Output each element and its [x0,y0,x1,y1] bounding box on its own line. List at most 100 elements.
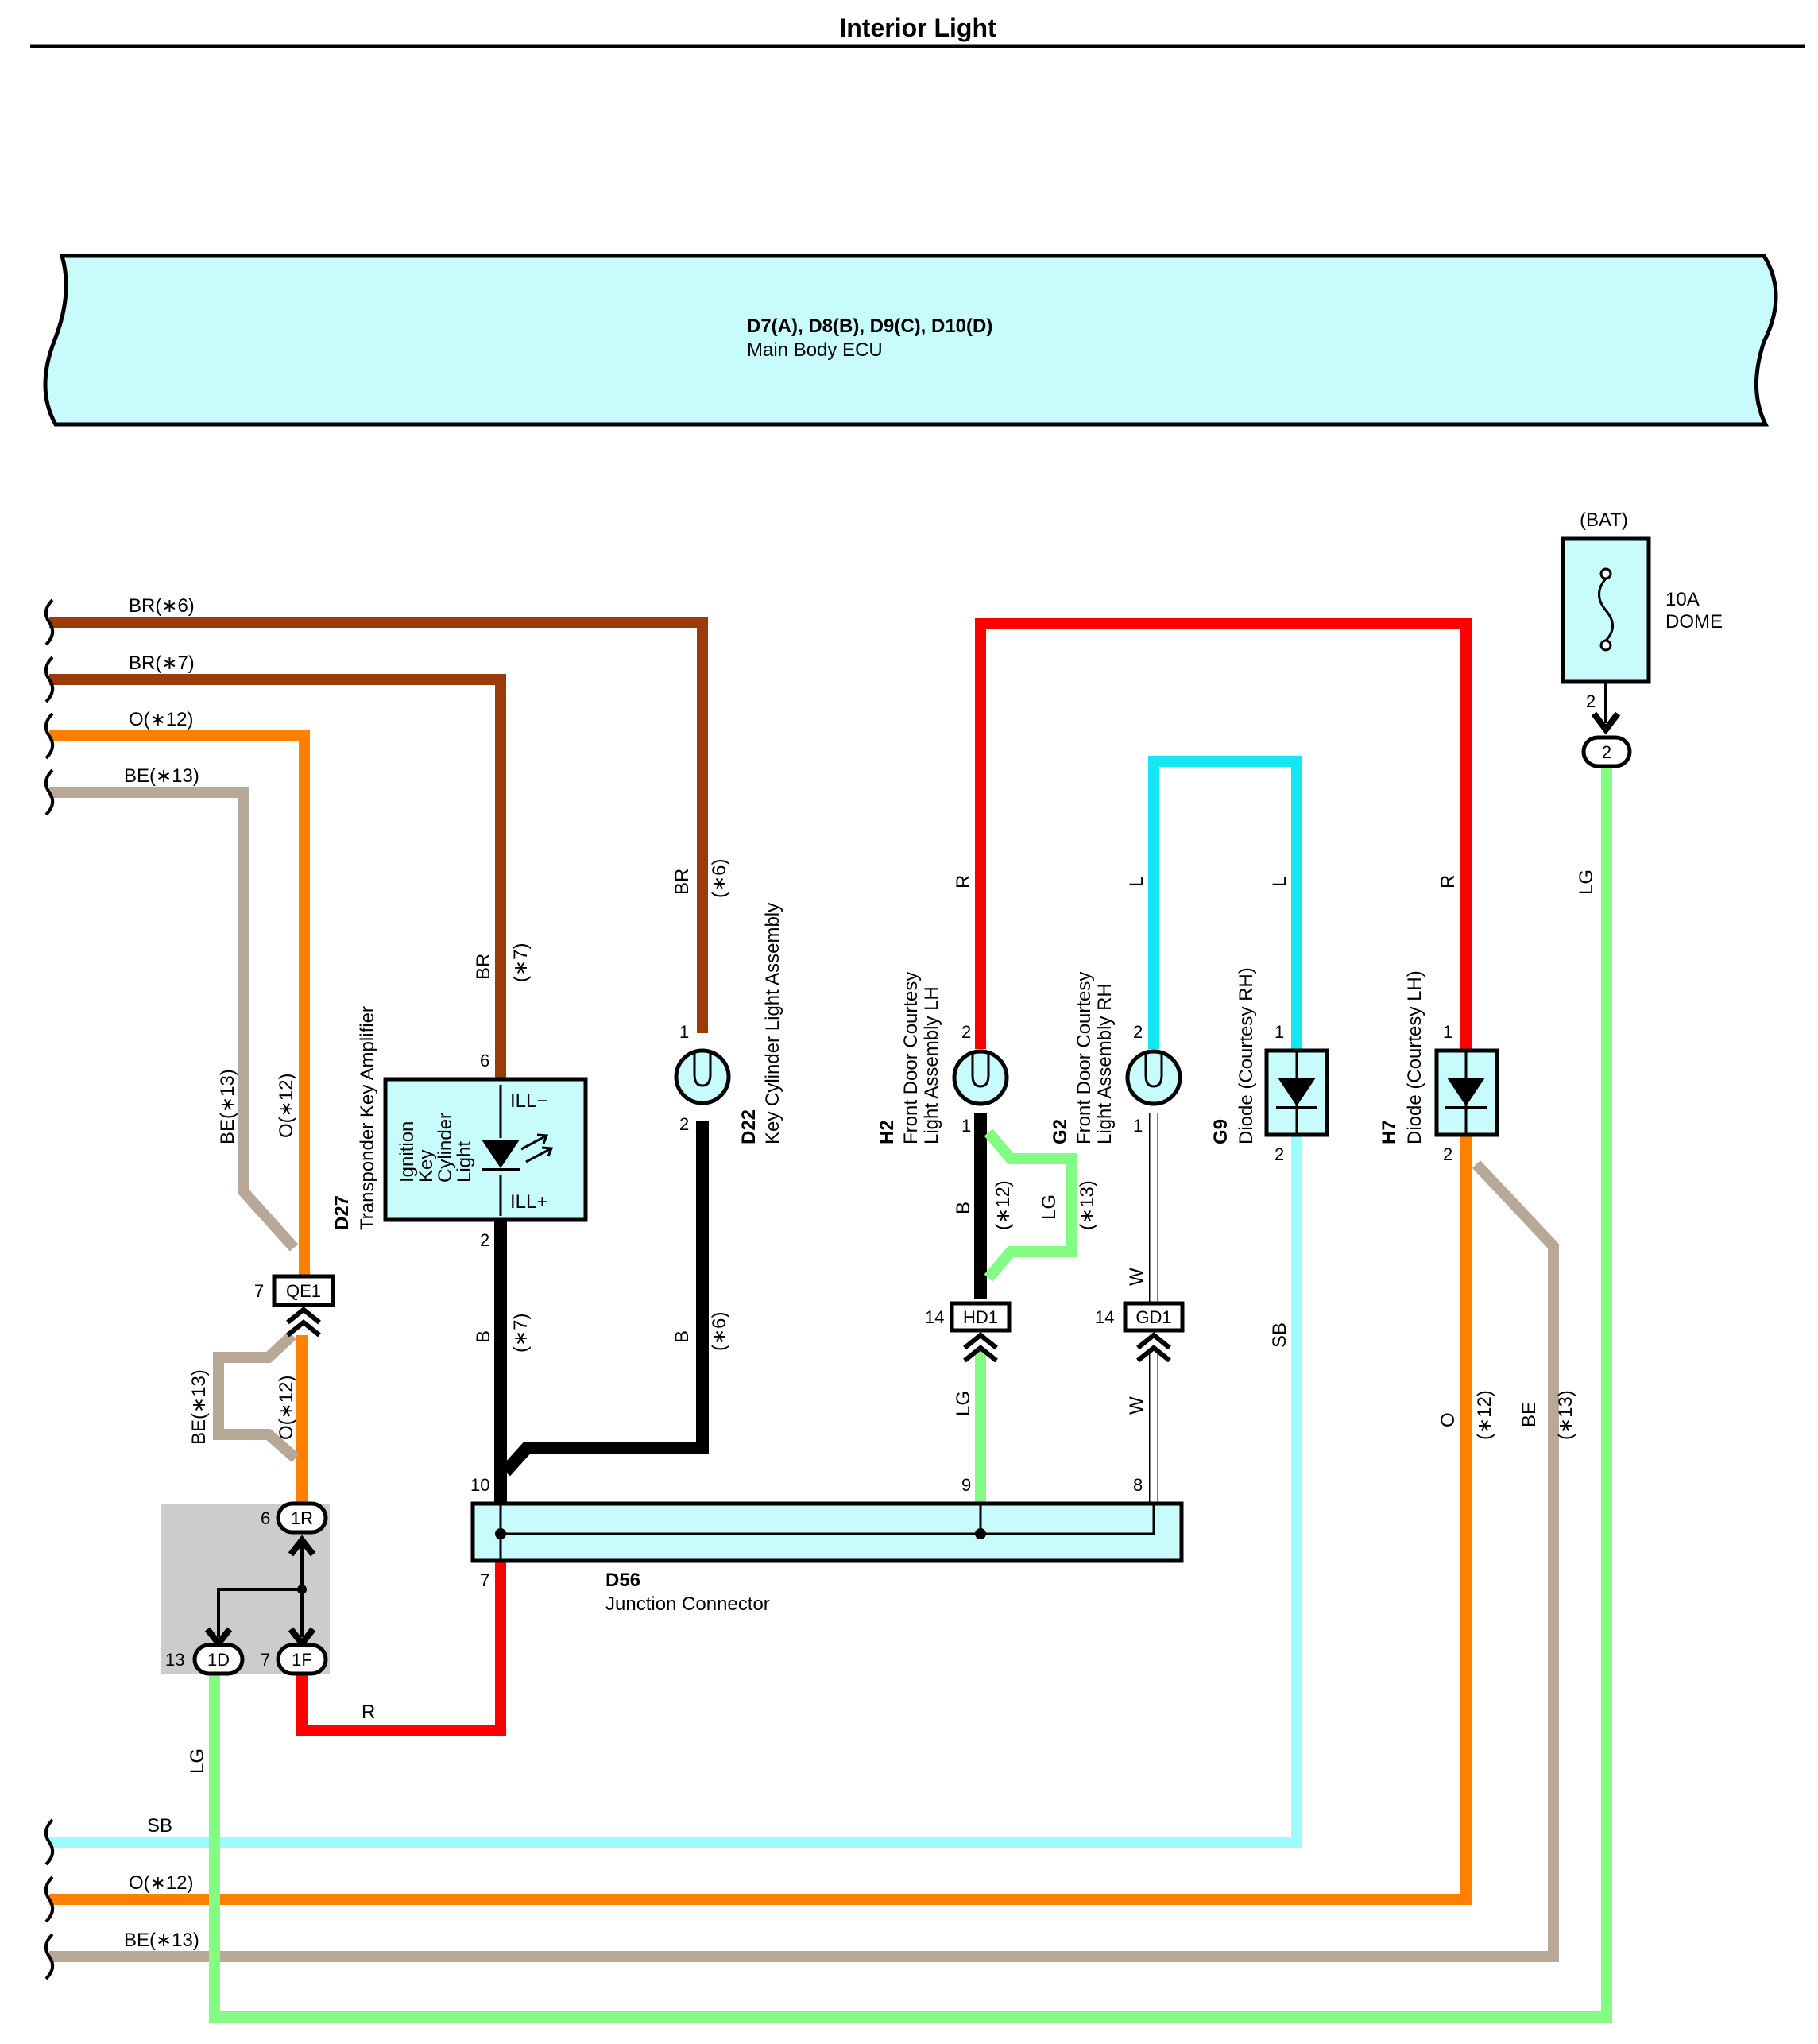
vlabel-br-d27: BR [473,954,494,980]
wire-lg-bypass [984,1128,1077,1282]
wire-r-bottom [296,1556,506,1736]
vlabel-be13-upper: BE(∗13) [217,1069,238,1144]
d22-name: Key Cylinder Light Assembly [762,903,783,1144]
qe1-label: QE1 [286,1281,321,1301]
chevron-up-icon [1136,1332,1171,1363]
wire-o-h7 [49,1135,1472,1905]
vlabel-s7-d27: (∗7) [510,943,532,982]
vlabel-lg-splice: LG [187,1748,208,1774]
vlabel-be-h7: BE [1518,1402,1540,1427]
h2-code: H2 [876,1120,898,1144]
arrow-up-icon [288,1535,316,1557]
vlabel-lg-fuse: LG [1576,869,1597,895]
bulb-icon [693,1051,712,1087]
fuse-10a-dome: (BAT) 10A DOME 2 2 [1561,509,1723,768]
f1-pin: 7 [261,1650,270,1670]
d22-pin-bottom: 2 [679,1114,689,1134]
vlabel-l-g9: L [1269,877,1290,887]
wire-be13-loop [213,1330,300,1463]
d27-inner-2: Key [416,1150,437,1183]
vlabel-s12-h2: (∗12) [992,1180,1014,1230]
ecu-shape [43,254,1778,427]
page-title: Interior Light [839,14,996,42]
h7-name: Diode (Courtesy LH) [1404,970,1425,1144]
ecu-block: D7(A), D8(B), D9(C), D10(D) Main Body EC… [43,254,1778,427]
hd1-pin: 14 [925,1307,944,1327]
fuse-rating: 10A [1665,589,1700,610]
component-h7: 1 2 H7 Diode (Courtesy LH) [1379,970,1499,1164]
vlabel-s13-bypass: (∗13) [1077,1180,1098,1230]
h7-code: H7 [1379,1120,1400,1144]
splice-block: 1R 6 1D 13 1F 7 [161,1501,330,1676]
d27-inner-3: Cylinder [435,1113,456,1183]
g2-name-2: Light Assembly RH [1094,983,1116,1144]
vlabel-r-h7: R [1437,875,1459,888]
label-be13: BE(∗13) [124,765,199,787]
wire-b-d22 [501,1121,709,1477]
vlabel-s13-h7: (∗13) [1555,1390,1576,1440]
wire-r-top [975,618,1472,1053]
d56-pin10: 10 [470,1475,489,1495]
component-g9: 1 2 G9 Diode (Courtesy RH) [1210,967,1329,1164]
d1-pin: 13 [165,1650,184,1670]
g2-code: G2 [1050,1119,1071,1144]
wire-sb [49,1135,1302,1848]
led-icon [482,1140,520,1168]
vlabel-b-d22: B [671,1330,693,1343]
d27-inner-4: Light [454,1141,475,1183]
d56-pin8: 8 [1133,1475,1143,1495]
ecu-name: Main Body ECU [747,339,883,361]
vlabel-o12-lower: O(∗12) [276,1376,297,1440]
bulb-icon [1144,1051,1163,1088]
bulb-icon [971,1051,990,1088]
vlabel-s6-d22: (∗6) [709,859,730,898]
fuse-arrow-icon [1591,711,1621,735]
d22-code: D22 [738,1109,760,1144]
fuse-name: DOME [1665,611,1723,633]
vlabel-o-h7: O [1437,1412,1459,1427]
wire-l-loop [1148,756,1302,1051]
hd1-label: HD1 [963,1307,998,1327]
label-br7: BR(∗7) [129,652,195,674]
label-sb-bottom: SB [147,1815,172,1837]
r1-label: 1R [291,1508,313,1528]
fuse-conn-pin: 2 [1602,742,1611,762]
g9-pin-top: 1 [1275,1022,1284,1042]
d56-code: D56 [605,1570,640,1591]
h2-name-1: Front Door Courtesy [900,972,922,1144]
g9-code: G9 [1210,1119,1232,1144]
g2-pin-top: 2 [1133,1022,1143,1042]
g9-name: Diode (Courtesy RH) [1236,967,1257,1144]
h7-pin-bottom: 2 [1443,1144,1452,1164]
d1-label: 1D [207,1650,230,1670]
d27-inner-1: Ignition [396,1121,418,1183]
wire-lg-fuse [209,767,1612,2023]
d27-ill-minus: ILL− [510,1090,547,1112]
vlabel-s12-h7: (∗12) [1474,1390,1495,1440]
chevron-up-icon [963,1332,998,1363]
connector-qe1: QE1 7 [254,1274,335,1338]
fuse-element-icon [1598,578,1614,642]
wire-breaks [44,598,55,1980]
d27-ill-plus: ILL+ [510,1191,547,1213]
fuse-pin: 2 [1586,691,1596,711]
vlabel-lg-hd1: LG [953,1391,974,1416]
component-g2: 2 1 G2 Front Door Courtesy Light Assembl… [1050,972,1182,1144]
vlabel-r-h2: R [953,875,974,888]
component-d22: 1 2 D22 Key Cylinder Light Assembly [674,903,783,1144]
vlabel-br-d22: BR [671,869,693,895]
connector-hd1: HD1 14 [925,1301,1012,1363]
component-h2: 2 1 H2 Front Door Courtesy Light Assembl… [876,972,1009,1144]
connector-gd1: GD1 14 [1095,1301,1185,1363]
h2-name-2: Light Assembly LH [921,986,942,1144]
d56-pin7: 7 [480,1570,489,1590]
vlabel-b-h2: B [953,1202,974,1214]
h7-pin-top: 1 [1443,1022,1452,1042]
wire-br6 [49,617,708,1033]
wire-br7 [49,674,506,1079]
g2-name-1: Front Door Courtesy [1073,972,1095,1144]
g2-pin-bottom: 1 [1133,1116,1143,1136]
vlabel-w-g2: W [1126,1268,1147,1286]
d22-pin-top: 1 [679,1022,689,1042]
